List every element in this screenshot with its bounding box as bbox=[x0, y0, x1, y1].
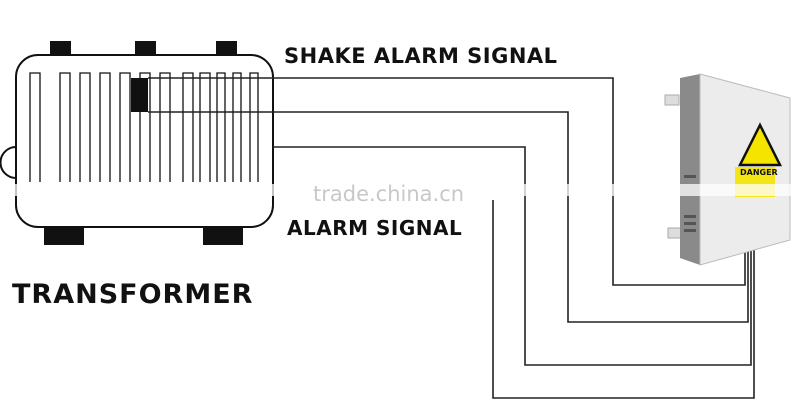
cooling-fin bbox=[249, 72, 259, 182]
warning-triangle-icon bbox=[737, 122, 783, 167]
cooling-fin bbox=[119, 72, 131, 182]
cooling-fin bbox=[182, 72, 194, 182]
cooling-fin bbox=[216, 72, 226, 182]
cooling-fin bbox=[139, 72, 151, 182]
signal-wires bbox=[148, 77, 755, 399]
transformer-label: TRANSFORMER bbox=[12, 279, 254, 310]
cooling-fin bbox=[29, 72, 41, 182]
cooling-fin bbox=[99, 72, 111, 182]
watermark: trade.china.cn bbox=[313, 182, 465, 206]
danger-sign-text: DANGER bbox=[740, 168, 778, 177]
cooling-fin bbox=[159, 72, 171, 182]
cooling-fin bbox=[59, 72, 71, 182]
cooling-fin bbox=[232, 72, 242, 182]
transformer bbox=[0, 41, 274, 245]
cooling-fin bbox=[199, 72, 211, 182]
cooling-fin bbox=[79, 72, 91, 182]
shake-alarm-signal-label: SHAKE ALARM SIGNAL bbox=[284, 44, 558, 68]
watermark-band bbox=[0, 184, 800, 196]
alarm-signal-label: ALARM SIGNAL bbox=[287, 216, 463, 240]
